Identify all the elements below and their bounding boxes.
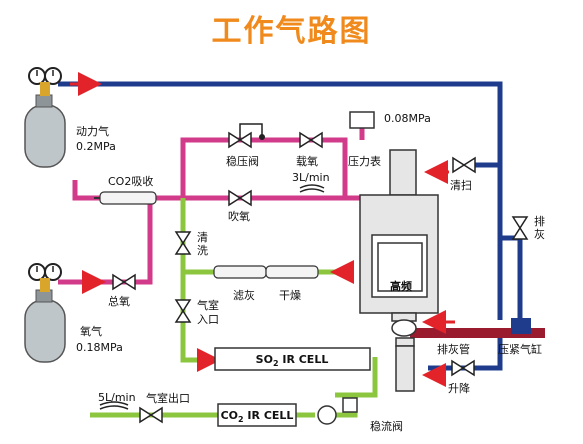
ash-discharge-branch-line bbox=[500, 235, 523, 320]
filter-ash-label: 滤灰 bbox=[233, 289, 255, 302]
chamber-inlet-label-1: 气室 bbox=[197, 299, 219, 312]
lift-valve-icon bbox=[451, 359, 475, 377]
clean-valve-icon bbox=[452, 156, 476, 174]
chamber-outlet-label: 气室出口 bbox=[146, 392, 190, 405]
co2-absorb-label: CO2吸收 bbox=[108, 175, 154, 188]
power-gas-cylinder bbox=[24, 67, 66, 168]
main-oxygen-label: 总氧 bbox=[108, 295, 130, 308]
pressure-value-label: 0.08MPa bbox=[384, 112, 431, 125]
high-freq-label: 高频 bbox=[390, 280, 412, 293]
oxygen-cylinder bbox=[24, 263, 66, 363]
power-gas-name-label: 动力气 bbox=[76, 125, 109, 138]
co2-ir-cell: CO2 IR CELL bbox=[217, 403, 297, 427]
page-title: 工作气路图 bbox=[211, 14, 372, 49]
dry-label: 干燥 bbox=[279, 289, 301, 302]
power-gas-pressure-label: 0.2MPa bbox=[76, 140, 116, 153]
blow-oxygen-label: 吹氧 bbox=[228, 210, 250, 223]
blow-oxygen-valve-icon bbox=[228, 189, 252, 207]
pressure-valve-label: 稳压阀 bbox=[226, 155, 259, 168]
carrier-oxygen-label: 载氧 bbox=[296, 155, 318, 168]
carrier-oxygen-line bbox=[180, 137, 348, 198]
co2-absorber bbox=[94, 191, 157, 205]
purge-label: 清洗 bbox=[197, 231, 208, 257]
power-gas-main-line bbox=[58, 81, 503, 320]
ash-pipe-label: 排灰管 bbox=[437, 343, 470, 356]
pressure-gauge-label: 压力表 bbox=[348, 155, 381, 168]
power-gas-lines bbox=[58, 81, 523, 371]
chamber-inlet-valve-icon bbox=[174, 299, 192, 323]
so2-to-co2-line bbox=[335, 357, 378, 398]
flow-meter-top-icon bbox=[299, 184, 325, 189]
flow-top-label: 3L/min bbox=[292, 171, 330, 184]
press-cylinder-label: 压紧气缸 bbox=[498, 343, 542, 356]
clean-label: 清扫 bbox=[450, 179, 472, 192]
dryer bbox=[265, 265, 319, 279]
so2-cell-label: SO2 IR CELL bbox=[256, 353, 329, 368]
chamber-inlet-label-2: 入口 bbox=[197, 313, 219, 326]
main-oxygen-valve-icon bbox=[112, 273, 136, 291]
ash-pipe bbox=[410, 328, 545, 338]
co2-cell-label: CO2 IR CELL bbox=[221, 409, 294, 424]
furnace bbox=[359, 149, 439, 392]
sample-gas-lines bbox=[90, 198, 378, 418]
lift-label: 升降 bbox=[448, 382, 470, 395]
press-cylinder-block bbox=[511, 318, 531, 334]
pressure-gauge-box bbox=[349, 111, 375, 129]
flow-meter-bottom-icon bbox=[99, 401, 129, 406]
oxygen-name-label: 氧气 bbox=[80, 325, 102, 338]
filter-dryer bbox=[213, 265, 319, 279]
oxygen-pressure-label: 0.18MPa bbox=[76, 341, 123, 354]
carrier-oxygen-valve-icon bbox=[299, 131, 323, 149]
so2-ir-cell: SO2 IR CELL bbox=[214, 347, 371, 371]
chamber-outlet-valve-icon bbox=[139, 406, 163, 424]
regulator-handle-icon bbox=[239, 123, 263, 140]
flow-regulator-label: 稳流阀 bbox=[370, 420, 403, 433]
purge-valve-icon bbox=[174, 231, 192, 255]
ash-filter bbox=[213, 265, 267, 279]
flow-regulator-valve bbox=[317, 397, 358, 425]
ash-discharge-label: 排灰 bbox=[534, 215, 545, 241]
flow-bottom-label: 5L/min bbox=[98, 391, 136, 404]
ash-discharge-valve-icon bbox=[511, 216, 529, 240]
sample-to-so2-line bbox=[180, 198, 200, 363]
regulator-knob-icon bbox=[259, 134, 265, 140]
